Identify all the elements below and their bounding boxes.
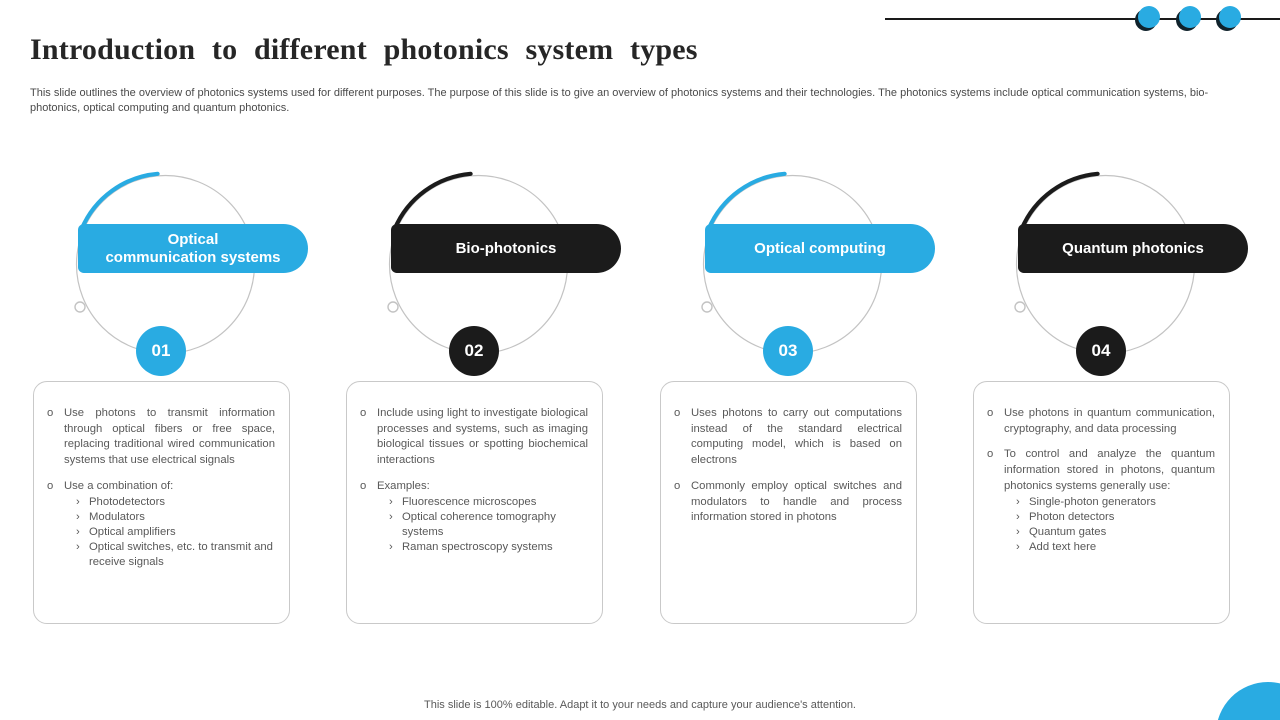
dot-fill (1219, 6, 1241, 28)
sub-bullet-item: › Fluorescence microscopes (389, 495, 588, 510)
bullet-text: Use photons to transmit information thro… (64, 407, 275, 467)
description-card: o Uses photons to carry out computations … (660, 381, 917, 624)
description-card: o Use photons in quantum communication, c… (973, 381, 1230, 624)
sub-bullet-text: Raman spectroscopy systems (402, 541, 553, 554)
accent-arc (79, 171, 160, 231)
small-ring-icon (74, 301, 86, 313)
sub-bullet-marker: › (1016, 541, 1020, 554)
sub-bullet-item: › Photon detectors (1016, 510, 1215, 525)
bullet-item: o Uses photons to carry out computations … (674, 406, 902, 469)
sub-bullet-marker: › (389, 495, 393, 508)
bullet-item: o Commonly employ optical switches and mo… (674, 479, 902, 526)
sub-bullet-marker: › (1016, 525, 1020, 538)
description-card: o Use photons to transmit information thr… (33, 381, 290, 624)
step-number-badge: 01 (136, 326, 186, 376)
small-ring-icon (387, 301, 399, 313)
step-number-badge: 03 (763, 326, 813, 376)
circle-dot-icon (1135, 6, 1161, 32)
sub-bullet-text: Quantum gates (1029, 525, 1107, 538)
photonics-column-03: Optical computing 03 o Uses photons to carr… (660, 166, 980, 636)
bullet-item: o To control and analyze the quantum info… (987, 447, 1215, 555)
bullet-marker: o (674, 479, 681, 492)
footer-note: This slide is 100% editable. Adapt it to… (424, 699, 856, 711)
circle-graphic (701, 171, 883, 355)
bullet-text: Use photons in quantum communication, cr… (1004, 407, 1215, 435)
accent-arc (392, 171, 473, 231)
dot-fill (1179, 6, 1201, 28)
sub-bullet-text: Add text here (1029, 541, 1097, 554)
sub-bullet-item: › Modulators (76, 510, 275, 525)
sub-bullet-item: › Quantum gates (1016, 525, 1215, 540)
circle-graphic (387, 171, 569, 355)
small-ring-icon (701, 301, 713, 313)
sub-bullet-text: Modulators (89, 510, 145, 523)
photonics-column-02: Bio-photonics 02 o Include using light to i… (346, 166, 666, 636)
sub-bullet-text: Optical switches, etc. to transmit and r… (89, 541, 273, 569)
small-ring-icon (1014, 301, 1026, 313)
sub-bullet-text: Optical amplifiers (89, 525, 176, 538)
header-rule-line (885, 18, 1280, 20)
sub-bullet-item: › Raman spectroscopy systems (389, 540, 588, 555)
sub-bullet-text: Optical coherence tomography systems (402, 510, 556, 538)
circle-graphic (74, 171, 256, 355)
bullet-text: To control and analyze the quantum infor… (1004, 448, 1215, 492)
dot-fill (1138, 6, 1160, 28)
bullet-text: Include using light to investigate biolo… (377, 407, 588, 467)
bullet-item: o Use photons in quantum communication, c… (987, 406, 1215, 437)
category-pill: Optical communication systems (78, 224, 308, 273)
accent-arc (1019, 171, 1100, 231)
bullet-item: o Use photons to transmit information thr… (47, 406, 275, 469)
circle-graphic (1014, 171, 1196, 355)
photonics-column-01: Optical communication systems 01 o Use phot… (33, 166, 353, 636)
sub-bullet-text: Single-photon generators (1029, 495, 1156, 508)
bullet-item: o Include using light to investigate biol… (360, 406, 588, 469)
step-number-badge: 04 (1076, 326, 1126, 376)
circle-dot-icon (1216, 6, 1242, 32)
bullet-marker: o (987, 407, 994, 419)
circle-dot-icon (1176, 6, 1202, 32)
sub-bullet-marker: › (76, 495, 80, 508)
sub-bullet-item: › Photodetectors (76, 495, 275, 510)
bullet-marker: o (674, 407, 681, 419)
photonics-column-04: Quantum photonics 04 o Use photons in quant… (973, 166, 1280, 636)
bullet-text: Commonly employ optical switches and mod… (691, 479, 902, 524)
category-pill: Quantum photonics (1018, 224, 1248, 273)
sub-bullet-marker: › (76, 525, 80, 538)
bullet-text: Examples: (377, 479, 430, 492)
sub-bullet-marker: › (76, 541, 80, 554)
category-pill: Bio-photonics (391, 224, 621, 273)
page-title: Introduction to different photonics syst… (30, 33, 698, 66)
slide-subtitle: This slide outlines the overview of phot… (30, 87, 1209, 114)
bullet-item: o Examples: › Fluorescence microscopes › Opti… (360, 479, 588, 556)
sub-bullet-text: Photon detectors (1029, 510, 1115, 523)
sub-bullet-text: Photodetectors (89, 495, 165, 508)
bullet-item: o Use a combination of: › Photodetectors › Mo… (47, 479, 275, 571)
bullet-marker: o (987, 448, 994, 461)
sub-bullet-marker: › (1016, 510, 1020, 523)
bullet-marker: o (47, 407, 54, 419)
description-card: o Include using light to investigate biol… (346, 381, 603, 624)
bullet-text: Uses photons to carry out computations i… (691, 407, 902, 467)
sub-bullet-item: › Add text here (1016, 540, 1215, 555)
sub-bullet-item: › Optical switches, etc. to transmit and … (76, 540, 275, 570)
sub-bullet-marker: › (76, 510, 80, 523)
sub-bullet-marker: › (1016, 495, 1020, 508)
accent-arc (706, 171, 787, 231)
category-pill: Optical computing (705, 224, 935, 273)
bullet-marker: o (360, 479, 367, 492)
sub-bullet-marker: › (389, 541, 393, 554)
sub-bullet-item: › Optical amplifiers (76, 525, 275, 540)
sub-bullet-item: › Single-photon generators (1016, 495, 1215, 510)
bullet-marker: o (360, 407, 367, 419)
sub-bullet-item: › Optical coherence tomography systems (389, 510, 588, 540)
bullet-text: Use a combination of: (64, 479, 174, 492)
bullet-marker: o (47, 479, 54, 492)
sub-bullet-text: Fluorescence microscopes (402, 495, 537, 508)
sub-bullet-marker: › (389, 510, 393, 523)
step-number-badge: 02 (449, 326, 499, 376)
